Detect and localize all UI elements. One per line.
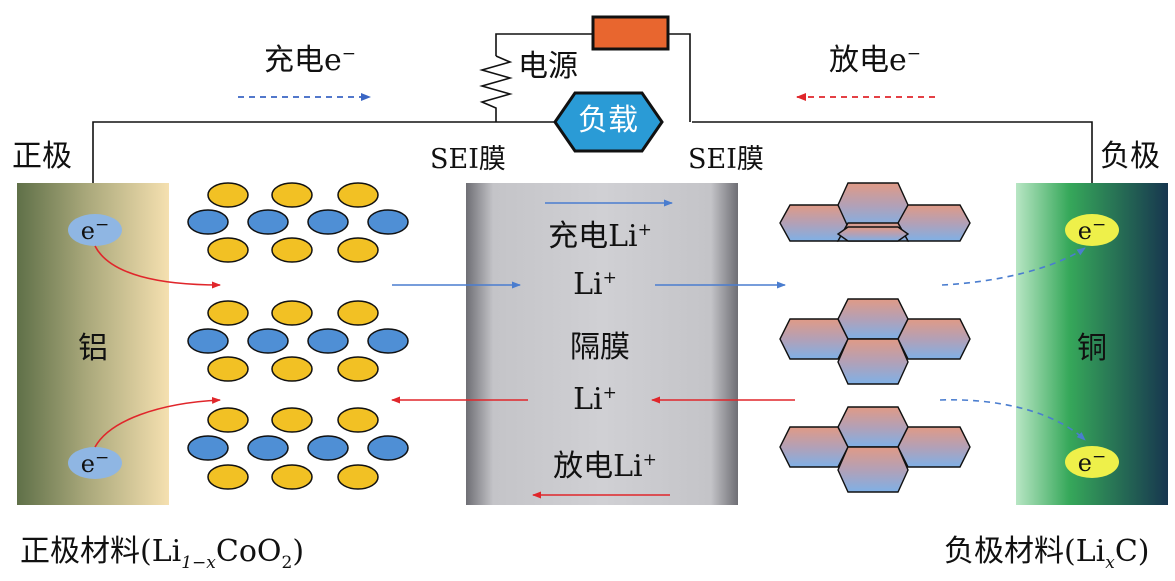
right-wire — [692, 121, 1093, 183]
cathode-particle — [271, 300, 313, 326]
electron-dash-top — [941, 247, 1086, 286]
cathode-particle — [307, 435, 349, 461]
discharge-li-label: 放电Li+ — [553, 449, 657, 484]
load-hexagon — [553, 91, 664, 153]
discharge-electron-label: 放电e− — [829, 43, 922, 78]
cathode-particles — [187, 182, 409, 490]
separator-membrane — [466, 183, 738, 505]
cathode-particle — [247, 328, 289, 354]
graphite-cluster-bottom — [779, 406, 971, 493]
power-label: 电源 — [518, 49, 578, 84]
electron-label-cathode-bottom: e− — [80, 448, 110, 478]
power-branch-wire — [495, 33, 593, 56]
copper-label: 铜 — [1077, 331, 1107, 366]
cathode-particle — [247, 435, 289, 461]
cathode-particle — [367, 435, 409, 461]
cathode-particle — [271, 356, 313, 382]
graphite-cluster-top — [779, 182, 971, 242]
sei-label-left: SEI膜 — [430, 144, 506, 175]
li-ion-top-label: Li+ — [573, 267, 617, 302]
load-branch-wire — [668, 33, 691, 122]
electron-label-anode-top: e− — [1077, 215, 1107, 245]
left-wire — [92, 121, 556, 183]
cathode-particle — [271, 237, 313, 263]
positive-pole-label: 正极 — [12, 139, 72, 174]
electron-label-cathode-top: e− — [80, 215, 110, 245]
electron-anode-top — [1065, 214, 1119, 246]
anode-material-label: 负极材料(LixC) — [944, 534, 1150, 573]
cathode-particle — [307, 328, 349, 354]
cathode-particle — [337, 356, 379, 382]
cathode-particle — [207, 237, 249, 263]
resistor-symbol — [479, 55, 513, 122]
electron-cathode-bottom — [68, 447, 122, 479]
circuit-wires — [92, 33, 1093, 183]
electron-anode-bottom — [1065, 446, 1119, 478]
separator-label: 隔膜 — [570, 330, 630, 365]
electron-cathode-top — [68, 214, 122, 246]
anode-graphite — [779, 182, 971, 493]
cathode-particle — [187, 209, 229, 235]
cathode-particle — [247, 209, 289, 235]
cathode-particle — [337, 237, 379, 263]
cathode-particle — [271, 464, 313, 490]
resistor-box — [591, 15, 670, 51]
electron-label-anode-bottom: e− — [1077, 447, 1107, 477]
cathode-particle — [207, 464, 249, 490]
cathode-particle — [207, 182, 249, 208]
aluminum-label: 铝 — [78, 331, 108, 366]
cathode-particle — [337, 407, 379, 433]
cathode-material-label: 正极材料(Li1−xCoO2) — [20, 534, 305, 573]
cathode-particle — [187, 328, 229, 354]
cathode-particle — [207, 300, 249, 326]
charge-li-label: 充电Li+ — [548, 219, 652, 254]
load-label: 负载 — [578, 103, 638, 138]
cathode-particle — [207, 356, 249, 382]
cathode-particle — [207, 407, 249, 433]
cathode-particle — [337, 464, 379, 490]
cathode-particle — [337, 182, 379, 208]
charge-electron-label: 充电e− — [264, 43, 357, 78]
cathode-particle — [307, 209, 349, 235]
li-ion-bottom-label: Li+ — [573, 382, 617, 417]
graphite-cluster-middle — [779, 298, 971, 385]
negative-pole-label: 负极 — [1100, 139, 1160, 174]
cathode-particle — [187, 435, 229, 461]
cathode-particle — [271, 407, 313, 433]
sei-label-right: SEI膜 — [688, 144, 764, 175]
cathode-particle — [367, 209, 409, 235]
cathode-particle — [337, 300, 379, 326]
electron-curve-top — [94, 245, 221, 289]
cathode-particle — [367, 328, 409, 354]
electron-curve-bottom — [94, 396, 221, 448]
cathode-particle — [271, 182, 313, 208]
